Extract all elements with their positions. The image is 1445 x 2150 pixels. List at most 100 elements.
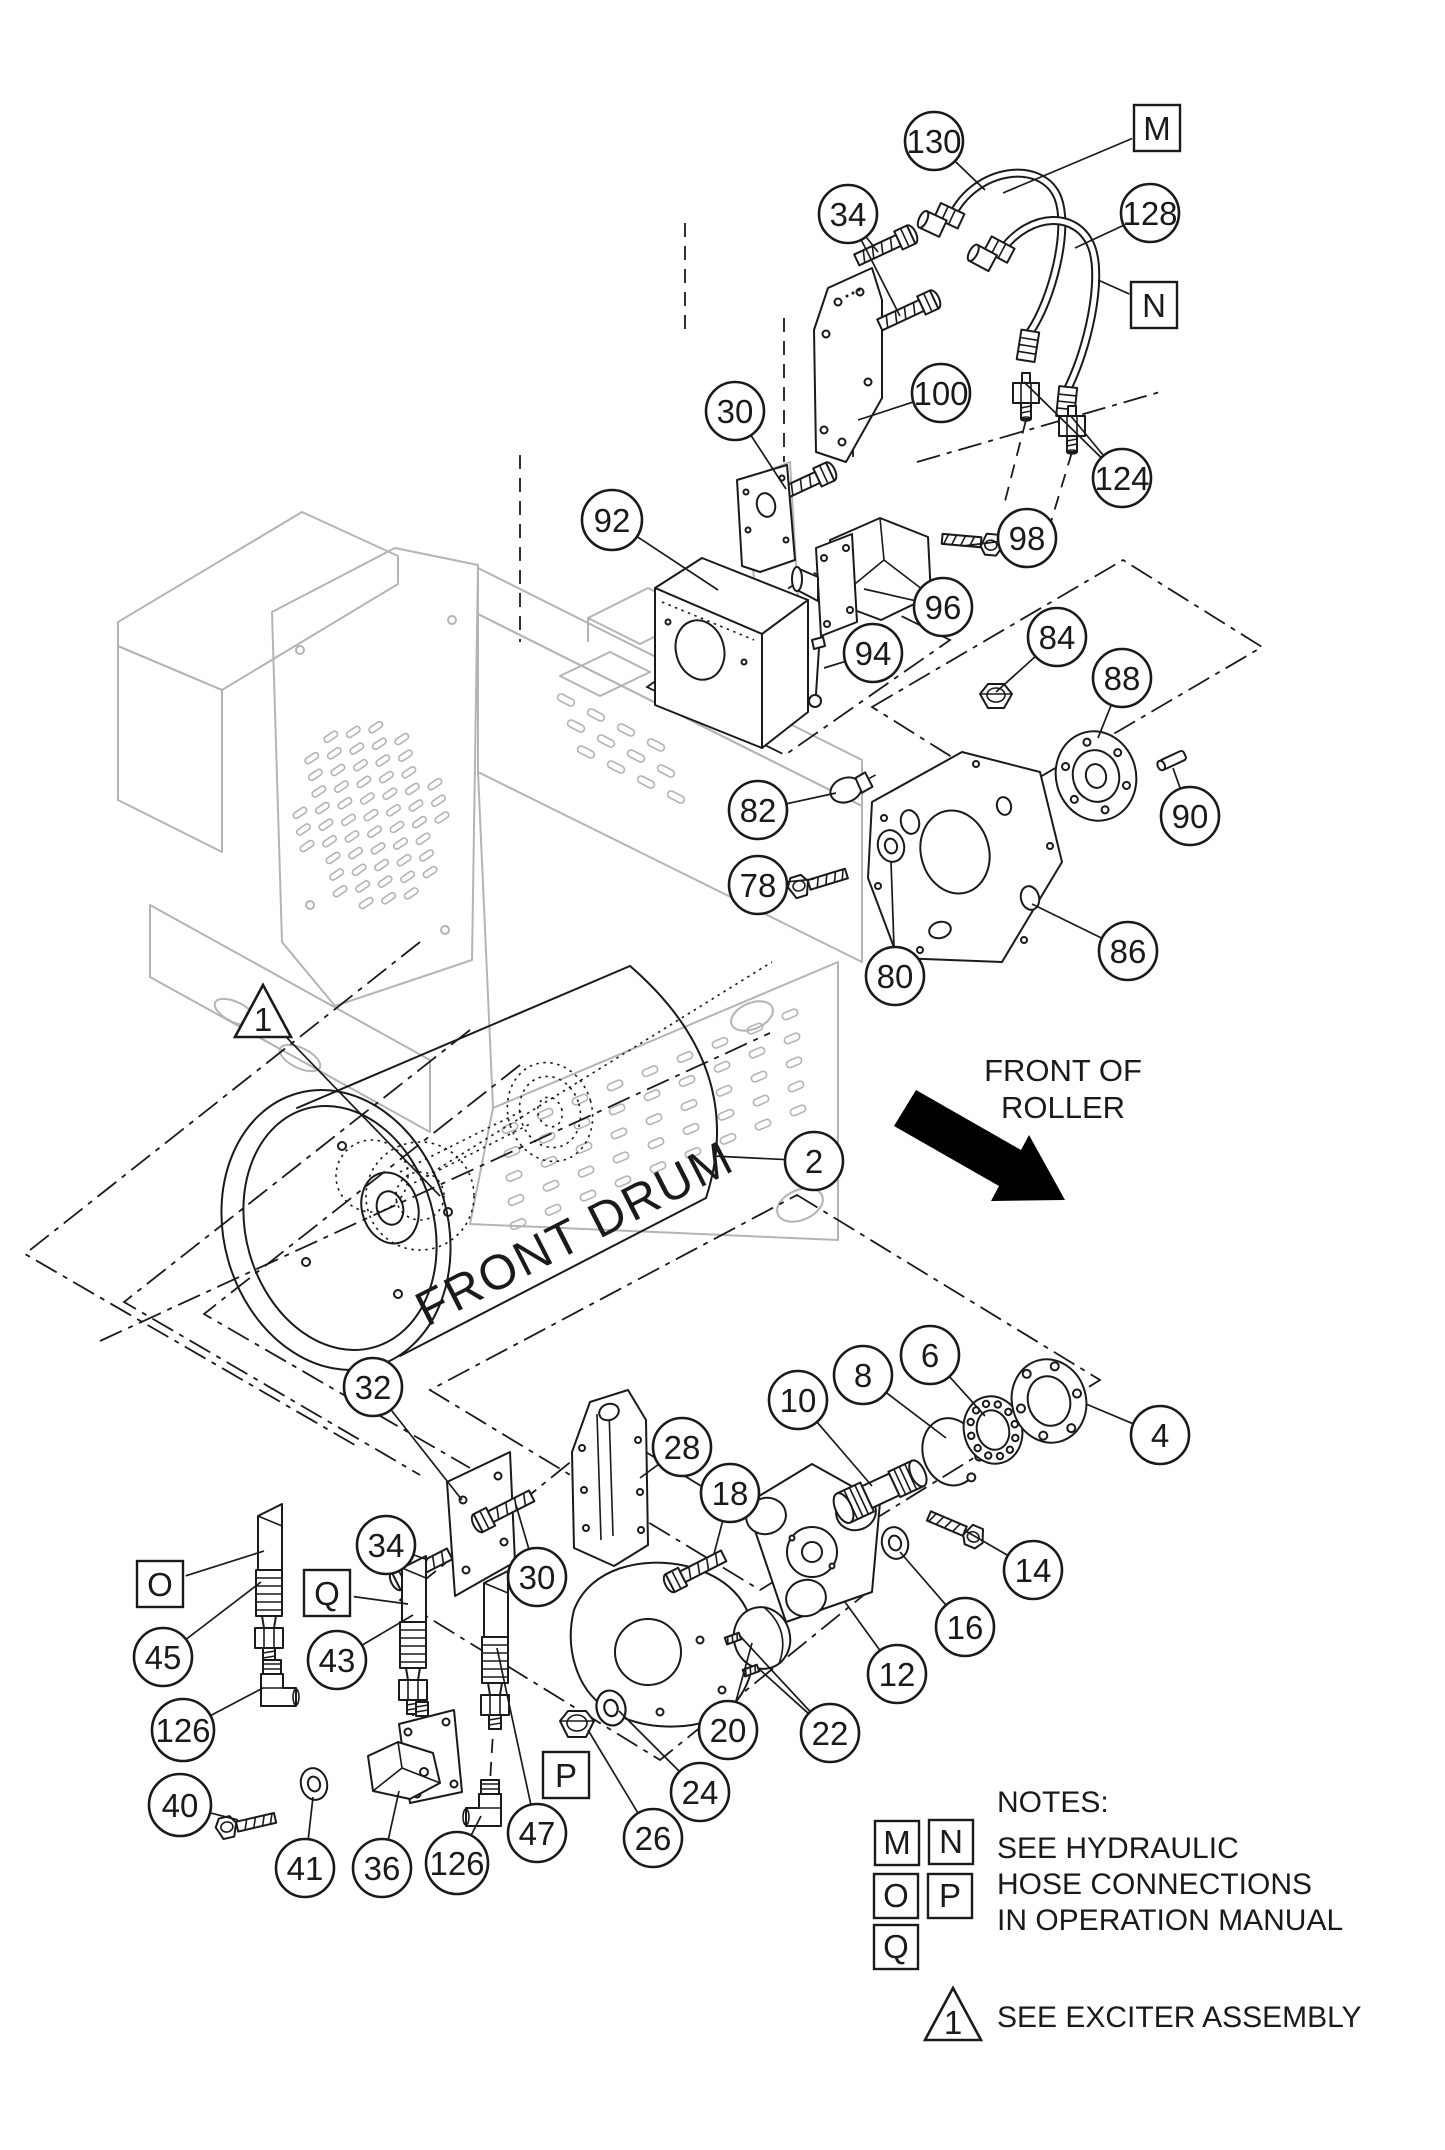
notes-box-Q: Q	[872, 1923, 920, 1971]
part-shaft-10	[832, 1459, 928, 1524]
frame-side-panel	[469, 961, 839, 1241]
svg-text:84: 84	[1039, 619, 1076, 656]
box-label-M: M	[1132, 103, 1182, 153]
svg-text:88: 88	[1104, 660, 1141, 697]
svg-text:90: 90	[1172, 798, 1209, 835]
part-washer-41	[296, 1764, 332, 1804]
notes-box-O: O	[872, 1872, 920, 1920]
part-elbow-126b	[462, 1779, 502, 1827]
svg-text:40: 40	[162, 1787, 199, 1824]
triangle-markers: 11	[232, 982, 984, 2042]
front-of-roller-label-line1: FRONT OF	[984, 1053, 1142, 1088]
svg-text:24: 24	[682, 1774, 719, 1811]
part-cap-20	[732, 1606, 792, 1670]
part-plate-12	[745, 1463, 881, 1623]
svg-text:36: 36	[364, 1850, 401, 1887]
callout-4: 4	[1129, 1404, 1191, 1466]
svg-text:98: 98	[1009, 520, 1046, 557]
part-bracket-92	[654, 464, 809, 749]
box-label-N: N	[1129, 280, 1179, 330]
notes-exciter-text: SEE EXCITER ASSEMBLY	[997, 2001, 1362, 2034]
callout-24: 24	[669, 1761, 731, 1823]
callout-100: 100	[910, 362, 972, 424]
leader-lines	[185, 137, 1182, 1840]
svg-text:96: 96	[925, 589, 962, 626]
part-hose-47	[480, 1570, 510, 1730]
svg-text:30: 30	[717, 393, 754, 430]
svg-text:43: 43	[319, 1642, 356, 1679]
part-valve-36	[367, 1701, 463, 1804]
triangle-marker-1: 1	[922, 1985, 984, 2042]
callout-26: 26	[622, 1807, 684, 1869]
callout-14: 14	[1002, 1539, 1064, 1601]
callout-36: 36	[351, 1837, 413, 1899]
notes-box-N: N	[927, 1818, 975, 1866]
frame-lower-channel	[149, 904, 431, 1133]
svg-text:Q: Q	[314, 1575, 340, 1612]
callout-8: 8	[832, 1344, 894, 1406]
svg-text:O: O	[147, 1566, 173, 1603]
callout-126: 126	[150, 1697, 216, 1763]
box-label-P: P	[541, 1750, 591, 1800]
callout-80: 80	[864, 945, 926, 1007]
svg-text:N: N	[939, 1823, 963, 1860]
part-motor-96	[791, 517, 932, 637]
svg-text:30: 30	[519, 1559, 556, 1596]
svg-text:6: 6	[921, 1337, 939, 1374]
svg-text:P: P	[555, 1757, 577, 1794]
callout-86: 86	[1097, 920, 1159, 982]
svg-text:45: 45	[145, 1639, 182, 1676]
part-pin-94	[808, 636, 826, 708]
callout-88: 88	[1091, 647, 1153, 709]
svg-text:34: 34	[830, 196, 867, 233]
svg-text:20: 20	[710, 1712, 747, 1749]
callout-45: 45	[132, 1626, 194, 1688]
callout-12: 12	[866, 1643, 928, 1705]
callout-16: 16	[934, 1596, 996, 1658]
svg-text:22: 22	[812, 1715, 849, 1752]
svg-text:N: N	[1142, 287, 1166, 324]
svg-text:86: 86	[1110, 933, 1147, 970]
part-bolt-34b	[874, 287, 944, 335]
svg-text:P: P	[939, 1877, 961, 1914]
part-plug-82	[829, 771, 877, 804]
vent-grille	[292, 720, 450, 910]
svg-text:10: 10	[780, 1382, 817, 1419]
callout-128: 128	[1119, 182, 1181, 244]
frame-vent-panel	[271, 547, 479, 1007]
triangle-marker-1: 1	[232, 982, 294, 1039]
box-label-Q: Q	[302, 1568, 352, 1618]
part-hub-88	[1054, 730, 1138, 822]
notes-line-2: HOSE CONNECTIONS	[997, 1868, 1312, 1901]
svg-text:16: 16	[947, 1609, 984, 1646]
svg-text:2: 2	[805, 1143, 823, 1180]
box-label-O: O	[135, 1559, 185, 1609]
svg-text:28: 28	[664, 1429, 701, 1466]
callout-30: 30	[704, 380, 766, 442]
notes-box-M: M	[873, 1819, 921, 1867]
callout-28: 28	[651, 1416, 713, 1478]
part-nut-84	[979, 683, 1013, 709]
callout-22: 22	[799, 1702, 861, 1764]
svg-text:14: 14	[1015, 1552, 1052, 1589]
notes-line-1: SEE HYDRAULIC	[997, 1832, 1239, 1865]
part-bolt-14	[923, 1506, 989, 1552]
part-hose-43	[398, 1555, 428, 1715]
exciter-gear-outline	[365, 1141, 475, 1251]
svg-text:1: 1	[254, 1001, 272, 1038]
svg-text:1: 1	[944, 2004, 962, 2041]
notes-box-P: P	[926, 1872, 974, 1920]
exploded-parts	[212, 168, 1187, 1842]
drive-flange-hidden	[518, 1075, 582, 1149]
callout-40: 40	[147, 1772, 213, 1838]
svg-text:32: 32	[355, 1369, 392, 1406]
notes-line-3: IN OPERATION MANUAL	[997, 1904, 1343, 1937]
callout-90: 90	[1159, 785, 1221, 847]
front-of-roller-arrow	[894, 1090, 1065, 1201]
callout-32: 32	[342, 1356, 404, 1418]
part-pin-90	[1156, 749, 1187, 772]
svg-text:O: O	[883, 1877, 909, 1914]
svg-text:92: 92	[594, 502, 631, 539]
machine-frame	[117, 461, 863, 1241]
svg-text:128: 128	[1122, 195, 1177, 232]
